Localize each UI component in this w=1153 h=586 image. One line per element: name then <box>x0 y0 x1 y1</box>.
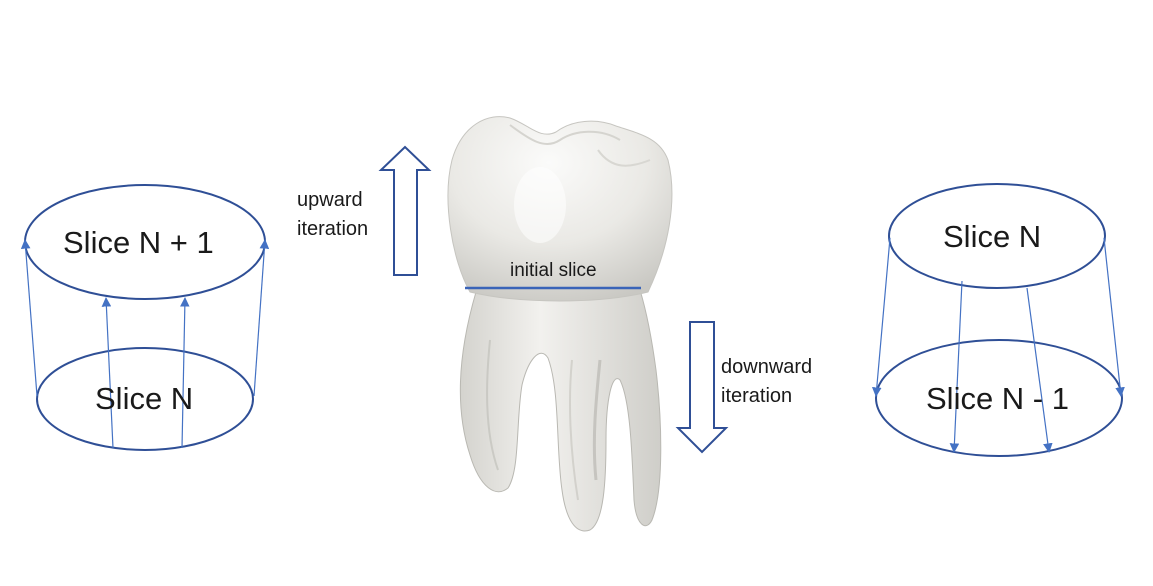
upward-iteration-label: upward iteration <box>297 186 368 244</box>
downward-iteration-label: downward iteration <box>721 353 812 411</box>
downward-connector-arrow <box>949 280 963 453</box>
slice-n-label-right: Slice N <box>943 219 1042 254</box>
upward-connector-arrow <box>253 239 270 397</box>
upward-connector-arrow <box>101 297 114 449</box>
slice-n-label-left: Slice N <box>95 381 194 416</box>
downward-connector-arrow <box>1103 237 1125 397</box>
upward-connector-arrow <box>180 297 190 449</box>
downward-iteration-line2: iteration <box>721 385 793 407</box>
slice-ellipse-bottom <box>875 339 1123 457</box>
molar-tooth-illustration <box>447 116 673 532</box>
slice-n-minus-1-label: Slice N - 1 <box>926 381 1069 416</box>
downward-iteration-arrow <box>675 321 729 454</box>
upward-iteration-arrow <box>378 145 432 276</box>
upward-slice-group <box>20 184 270 451</box>
downward-connector-arrow <box>1026 287 1053 453</box>
slice-ellipse-top <box>888 183 1106 289</box>
downward-connector-arrow <box>871 237 891 397</box>
initial-slice-label: initial slice <box>510 260 597 281</box>
slice-ellipse-bottom <box>36 347 254 451</box>
downward-iteration-line1: downward <box>721 356 813 378</box>
slice-n-plus-1-label: Slice N + 1 <box>63 225 214 260</box>
upward-iteration-line2: iteration <box>297 218 369 240</box>
downward-slice-group <box>871 183 1125 457</box>
upward-iteration-line1: upward <box>297 189 363 211</box>
upward-connector-arrow <box>20 239 38 397</box>
